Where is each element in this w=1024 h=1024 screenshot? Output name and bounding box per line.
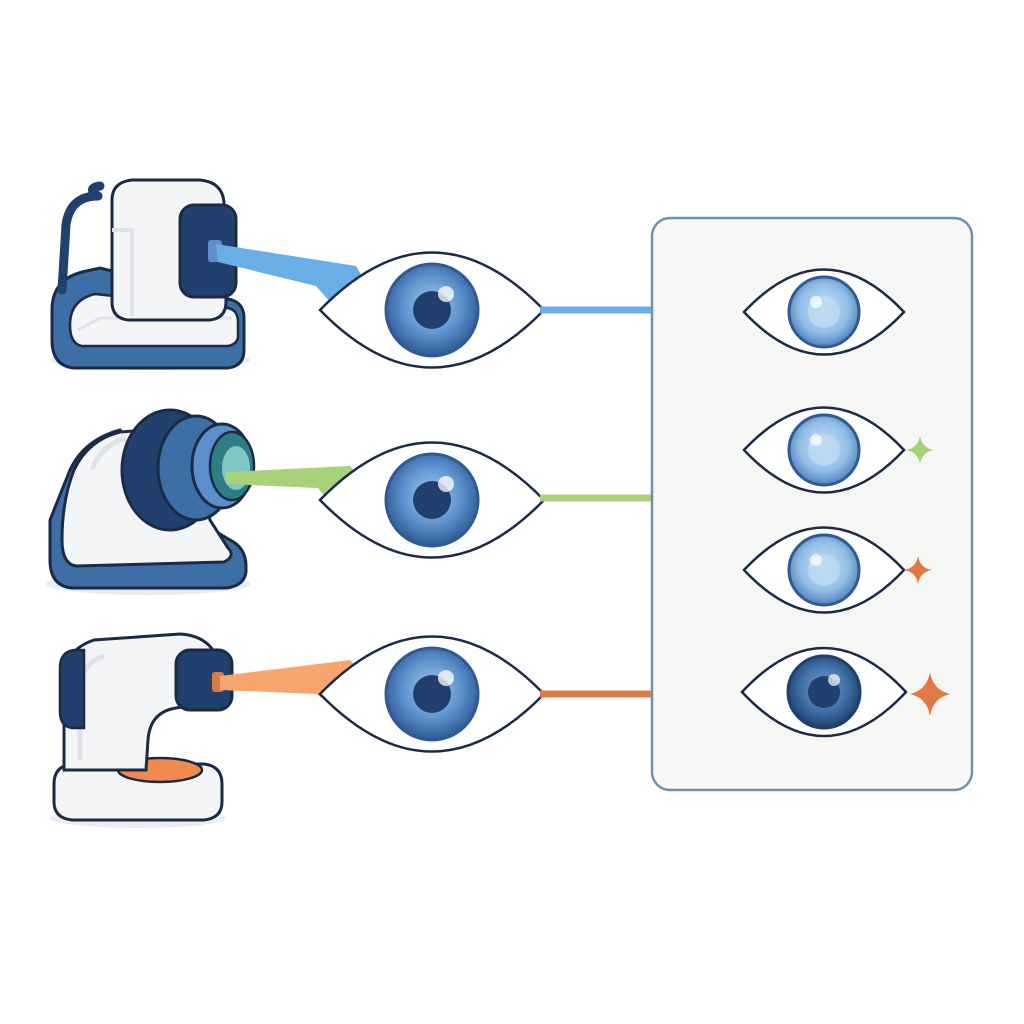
handheld-scanner-icon bbox=[50, 632, 234, 828]
eye-1 bbox=[318, 251, 546, 369]
ophthalmic-device-icon bbox=[50, 178, 250, 370]
result-eye-2 bbox=[742, 406, 906, 494]
result-eye-4 bbox=[740, 646, 908, 738]
result-eye-3 bbox=[742, 526, 906, 614]
fundus-camera-icon bbox=[46, 408, 256, 595]
result-eye-1 bbox=[742, 268, 906, 356]
sparkle-orange-large-icon bbox=[910, 672, 950, 716]
handheld-scanner-device bbox=[50, 632, 378, 828]
sparkle-orange-icon bbox=[904, 556, 932, 584]
eye-2 bbox=[318, 441, 546, 559]
lens-camera-device bbox=[46, 408, 376, 595]
results-panel bbox=[650, 216, 974, 792]
sparkle-green-icon bbox=[906, 436, 934, 464]
headrest-imaging-device bbox=[50, 178, 376, 370]
eye-3 bbox=[318, 635, 546, 753]
